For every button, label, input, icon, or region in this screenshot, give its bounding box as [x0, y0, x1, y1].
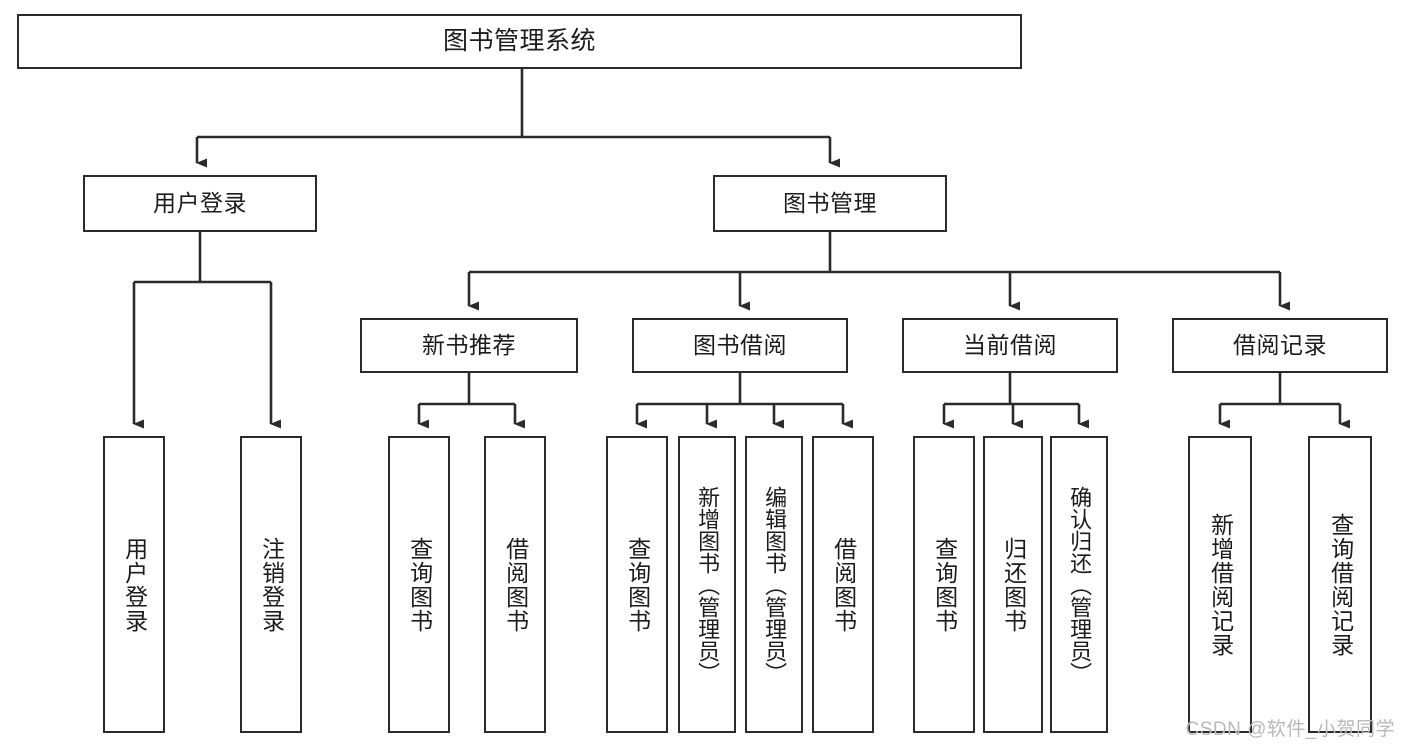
node-borrow-record[interactable]: 借阅记录: [1172, 318, 1388, 373]
node-leaf-logout-login[interactable]: 注销登录: [240, 436, 302, 733]
node-leaf-query-book-rec-label: 查询图书: [406, 536, 433, 633]
node-new-book-recommend-label: 新书推荐: [422, 331, 516, 358]
node-leaf-add-book-admin[interactable]: 新增图书（管理员）: [678, 436, 736, 733]
node-leaf-user-login[interactable]: 用户登录: [103, 436, 165, 733]
node-user-login[interactable]: 用户登录: [83, 175, 317, 232]
node-book-borrow[interactable]: 图书借阅: [632, 318, 848, 373]
node-leaf-edit-book-admin-label: 编辑图书（管理员）: [762, 485, 788, 684]
node-book-manage-label: 图书管理: [783, 189, 877, 216]
node-leaf-borrow-book-label: 借阅图书: [830, 536, 857, 633]
node-leaf-query-book-current[interactable]: 查询图书: [913, 436, 975, 733]
node-leaf-query-borrow-record[interactable]: 查询借阅记录: [1308, 436, 1372, 733]
node-leaf-add-borrow-record[interactable]: 新增借阅记录: [1188, 436, 1252, 733]
node-current-borrow-label: 当前借阅: [963, 331, 1057, 358]
node-leaf-borrow-book[interactable]: 借阅图书: [812, 436, 874, 733]
node-leaf-query-book-current-label: 查询图书: [931, 536, 958, 633]
node-leaf-user-login-label: 用户登录: [121, 536, 148, 633]
node-leaf-confirm-return-admin[interactable]: 确认归还（管理员）: [1050, 436, 1108, 733]
node-leaf-return-book-label: 归还图书: [1000, 536, 1027, 633]
node-leaf-borrow-book-rec[interactable]: 借阅图书: [484, 436, 546, 733]
node-root-label: 图书管理系统: [442, 26, 596, 55]
node-leaf-add-borrow-record-label: 新增借阅记录: [1207, 512, 1234, 657]
node-current-borrow[interactable]: 当前借阅: [902, 318, 1118, 373]
node-leaf-confirm-return-admin-label: 确认归还（管理员）: [1067, 485, 1093, 684]
node-leaf-borrow-book-rec-label: 借阅图书: [502, 536, 529, 633]
node-leaf-logout-login-label: 注销登录: [258, 536, 285, 633]
node-leaf-edit-book-admin[interactable]: 编辑图书（管理员）: [745, 436, 803, 733]
node-book-borrow-label: 图书借阅: [693, 331, 787, 358]
node-leaf-query-book-rec[interactable]: 查询图书: [388, 436, 450, 733]
node-book-manage[interactable]: 图书管理: [713, 175, 947, 232]
node-root[interactable]: 图书管理系统: [17, 14, 1022, 69]
node-leaf-query-book-borrow-label: 查询图书: [624, 536, 651, 633]
node-borrow-record-label: 借阅记录: [1233, 331, 1327, 358]
node-user-login-label: 用户登录: [153, 189, 247, 216]
node-leaf-add-book-admin-label: 新增图书（管理员）: [695, 485, 721, 684]
node-new-book-recommend[interactable]: 新书推荐: [360, 318, 578, 373]
watermark-text: CSDN @软件_小贺同学: [1185, 719, 1395, 740]
node-leaf-query-borrow-record-label: 查询借阅记录: [1327, 512, 1354, 657]
node-leaf-return-book[interactable]: 归还图书: [983, 436, 1043, 733]
node-leaf-query-book-borrow[interactable]: 查询图书: [606, 436, 668, 733]
